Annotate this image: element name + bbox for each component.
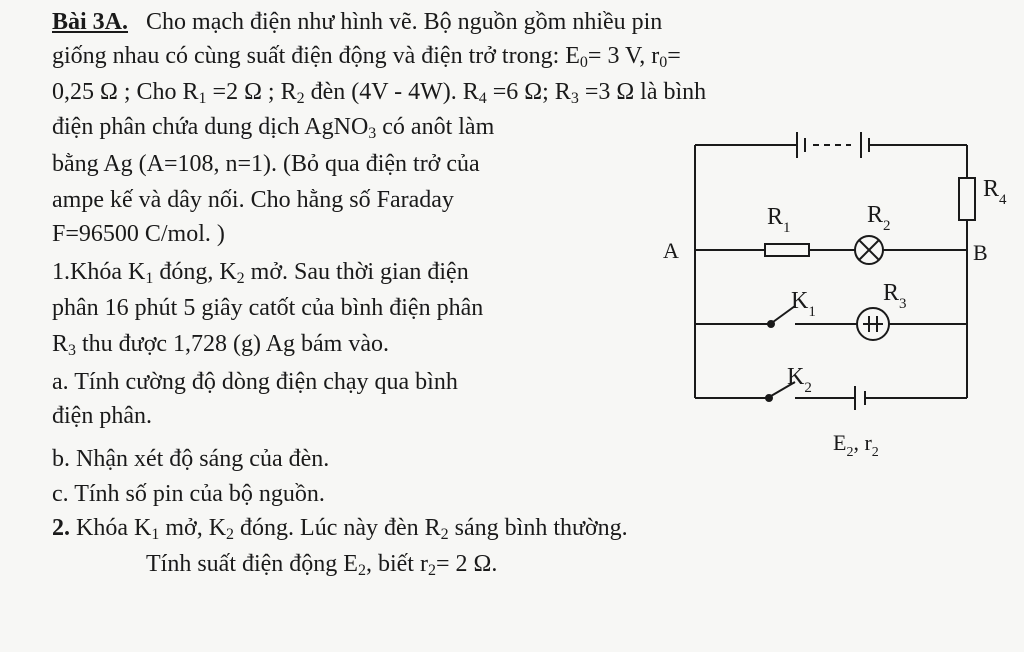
node-b-label: B (973, 240, 988, 265)
part1-question-a: a. Tính cường độ dòng điện chạy qua bình (52, 369, 458, 395)
intro-line-2: 0,25 Ω ; Cho R1 =2 Ω ; R2 đèn (4V - 4W).… (52, 79, 707, 107)
intro-line-3: điện phân chứa dung dịch AgNO3 có anôt l… (52, 114, 495, 142)
node-a-label: A (663, 238, 679, 263)
label-k2: K2 (787, 364, 812, 396)
resistor-r4 (958, 177, 976, 221)
branch-k2-e2 (695, 381, 967, 410)
label-r4: R4 (983, 176, 1007, 208)
label-r1: R1 (767, 204, 791, 236)
switch-k1-pivot (767, 320, 775, 328)
problem-title: Bài 3A. (52, 9, 129, 35)
branch-k1-r3 (695, 305, 967, 341)
intro-line-0: Cho mạch điện như hình vẽ. Bộ nguồn gồm … (146, 9, 663, 35)
main-source-branch (694, 132, 968, 398)
switch-k2-pivot (765, 394, 773, 402)
intro-line-5: ampe kế và dây nối. Cho hằng số Faraday (52, 187, 454, 213)
switch-k2-blade (770, 381, 796, 397)
label-r3: R3 (883, 280, 907, 312)
label-e2-r2: E2, r2 (833, 430, 879, 460)
intro-line-1: giống nhau có cùng suất điện động và điệ… (52, 43, 681, 71)
problem-title-line: Bài 3A. Cho mạch điện như hình vẽ. Bộ ng… (52, 10, 662, 34)
label-r2: R2 (867, 202, 891, 234)
part1-line-1: phân 16 phút 5 giây catốt của bình điện … (52, 295, 484, 321)
switch-k1-blade (772, 305, 796, 323)
part1-line-0: 1.Khóa K1 đóng, K2 mở. Sau thời gian điệ… (52, 259, 469, 287)
part1-line-2: R3 thu được 1,728 (g) Ag bám vào. (52, 331, 389, 359)
part2-line-1: Tính suất điện động E2, biết r2= 2 Ω. (146, 551, 498, 579)
label-k1: K1 (791, 288, 816, 320)
part2-line-0: 2. Khóa K1 mở, K2 đóng. Lúc này đèn R2 s… (52, 515, 628, 543)
branch-r1-r2 (695, 235, 967, 265)
part1-question-c: c. Tính số pin của bộ nguồn. (52, 481, 325, 507)
intro-line-4: bằng Ag (A=108, n=1). (Bỏ qua điện trở c… (52, 151, 480, 177)
part1-question-a-cont: điện phân. (52, 403, 152, 429)
circuit-diagram: R4 R1 R2 A B K1 R3 K2 E2, r2 (663, 132, 1007, 460)
part1-question-b: b. Nhận xét độ sáng của đèn. (52, 446, 330, 472)
resistor-r1 (764, 243, 810, 257)
intro-line-6: F=96500 C/mol. ) (52, 221, 225, 247)
